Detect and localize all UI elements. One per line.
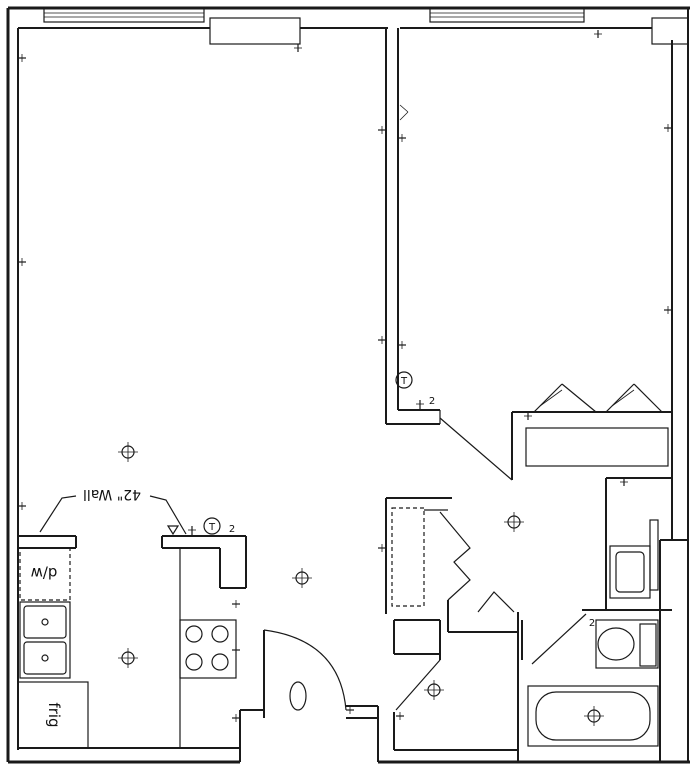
outlet xyxy=(396,712,404,720)
outlet xyxy=(378,126,386,134)
light-fixture xyxy=(118,648,138,668)
thermostat-bedroom: T xyxy=(395,371,413,389)
svg-text:T: T xyxy=(400,376,408,387)
light-fixture xyxy=(584,706,604,726)
column-top-right xyxy=(651,17,689,45)
outlet xyxy=(398,341,406,349)
fridge: frig xyxy=(17,681,89,749)
wall-note: 42" Wall xyxy=(39,486,187,535)
outlet xyxy=(232,646,240,654)
outlet xyxy=(188,526,196,536)
light-fixture xyxy=(504,512,524,532)
outlet xyxy=(18,502,26,510)
bath-switch: 2 xyxy=(589,618,595,629)
kitchen-switch: 2 xyxy=(229,524,235,535)
outlet xyxy=(346,706,354,714)
exterior-walls xyxy=(6,6,690,764)
bedroom-wall xyxy=(385,28,513,481)
light-fixture xyxy=(424,680,444,700)
thermostat-kitchen: T 2 xyxy=(166,517,235,536)
svg-text:T: T xyxy=(208,522,216,533)
outlet xyxy=(416,400,424,410)
outlet xyxy=(664,306,672,314)
window-right xyxy=(429,7,585,23)
dishwasher-label: d/w xyxy=(31,564,58,582)
window-left xyxy=(43,7,205,23)
bedroom-switch: 2 xyxy=(429,396,435,407)
outlet xyxy=(18,54,26,62)
column-top-left xyxy=(209,17,301,45)
outlet xyxy=(524,412,532,420)
outlet xyxy=(294,44,302,52)
outlet xyxy=(664,124,672,132)
fridge-label: frig xyxy=(45,702,63,727)
outlet xyxy=(378,336,386,344)
light-fixture xyxy=(292,568,312,588)
outlet xyxy=(620,478,628,486)
outlet xyxy=(594,30,602,38)
wall-outlets xyxy=(18,30,672,722)
hall-closets xyxy=(385,497,519,762)
ceiling-lights xyxy=(118,442,604,726)
kitchen-sink xyxy=(19,601,71,679)
entry-door xyxy=(240,629,379,762)
bedroom-closet xyxy=(511,383,672,480)
outlet xyxy=(378,544,386,552)
light-fixture xyxy=(118,442,138,462)
bathroom: 2 xyxy=(521,477,688,762)
outlet xyxy=(232,600,240,608)
dishwasher: d/w xyxy=(19,547,71,601)
wall-note-label: 42" Wall xyxy=(83,486,141,502)
range-cooktop xyxy=(179,619,237,679)
outlet xyxy=(232,714,240,722)
outlet xyxy=(398,134,406,142)
outlet xyxy=(18,258,26,266)
